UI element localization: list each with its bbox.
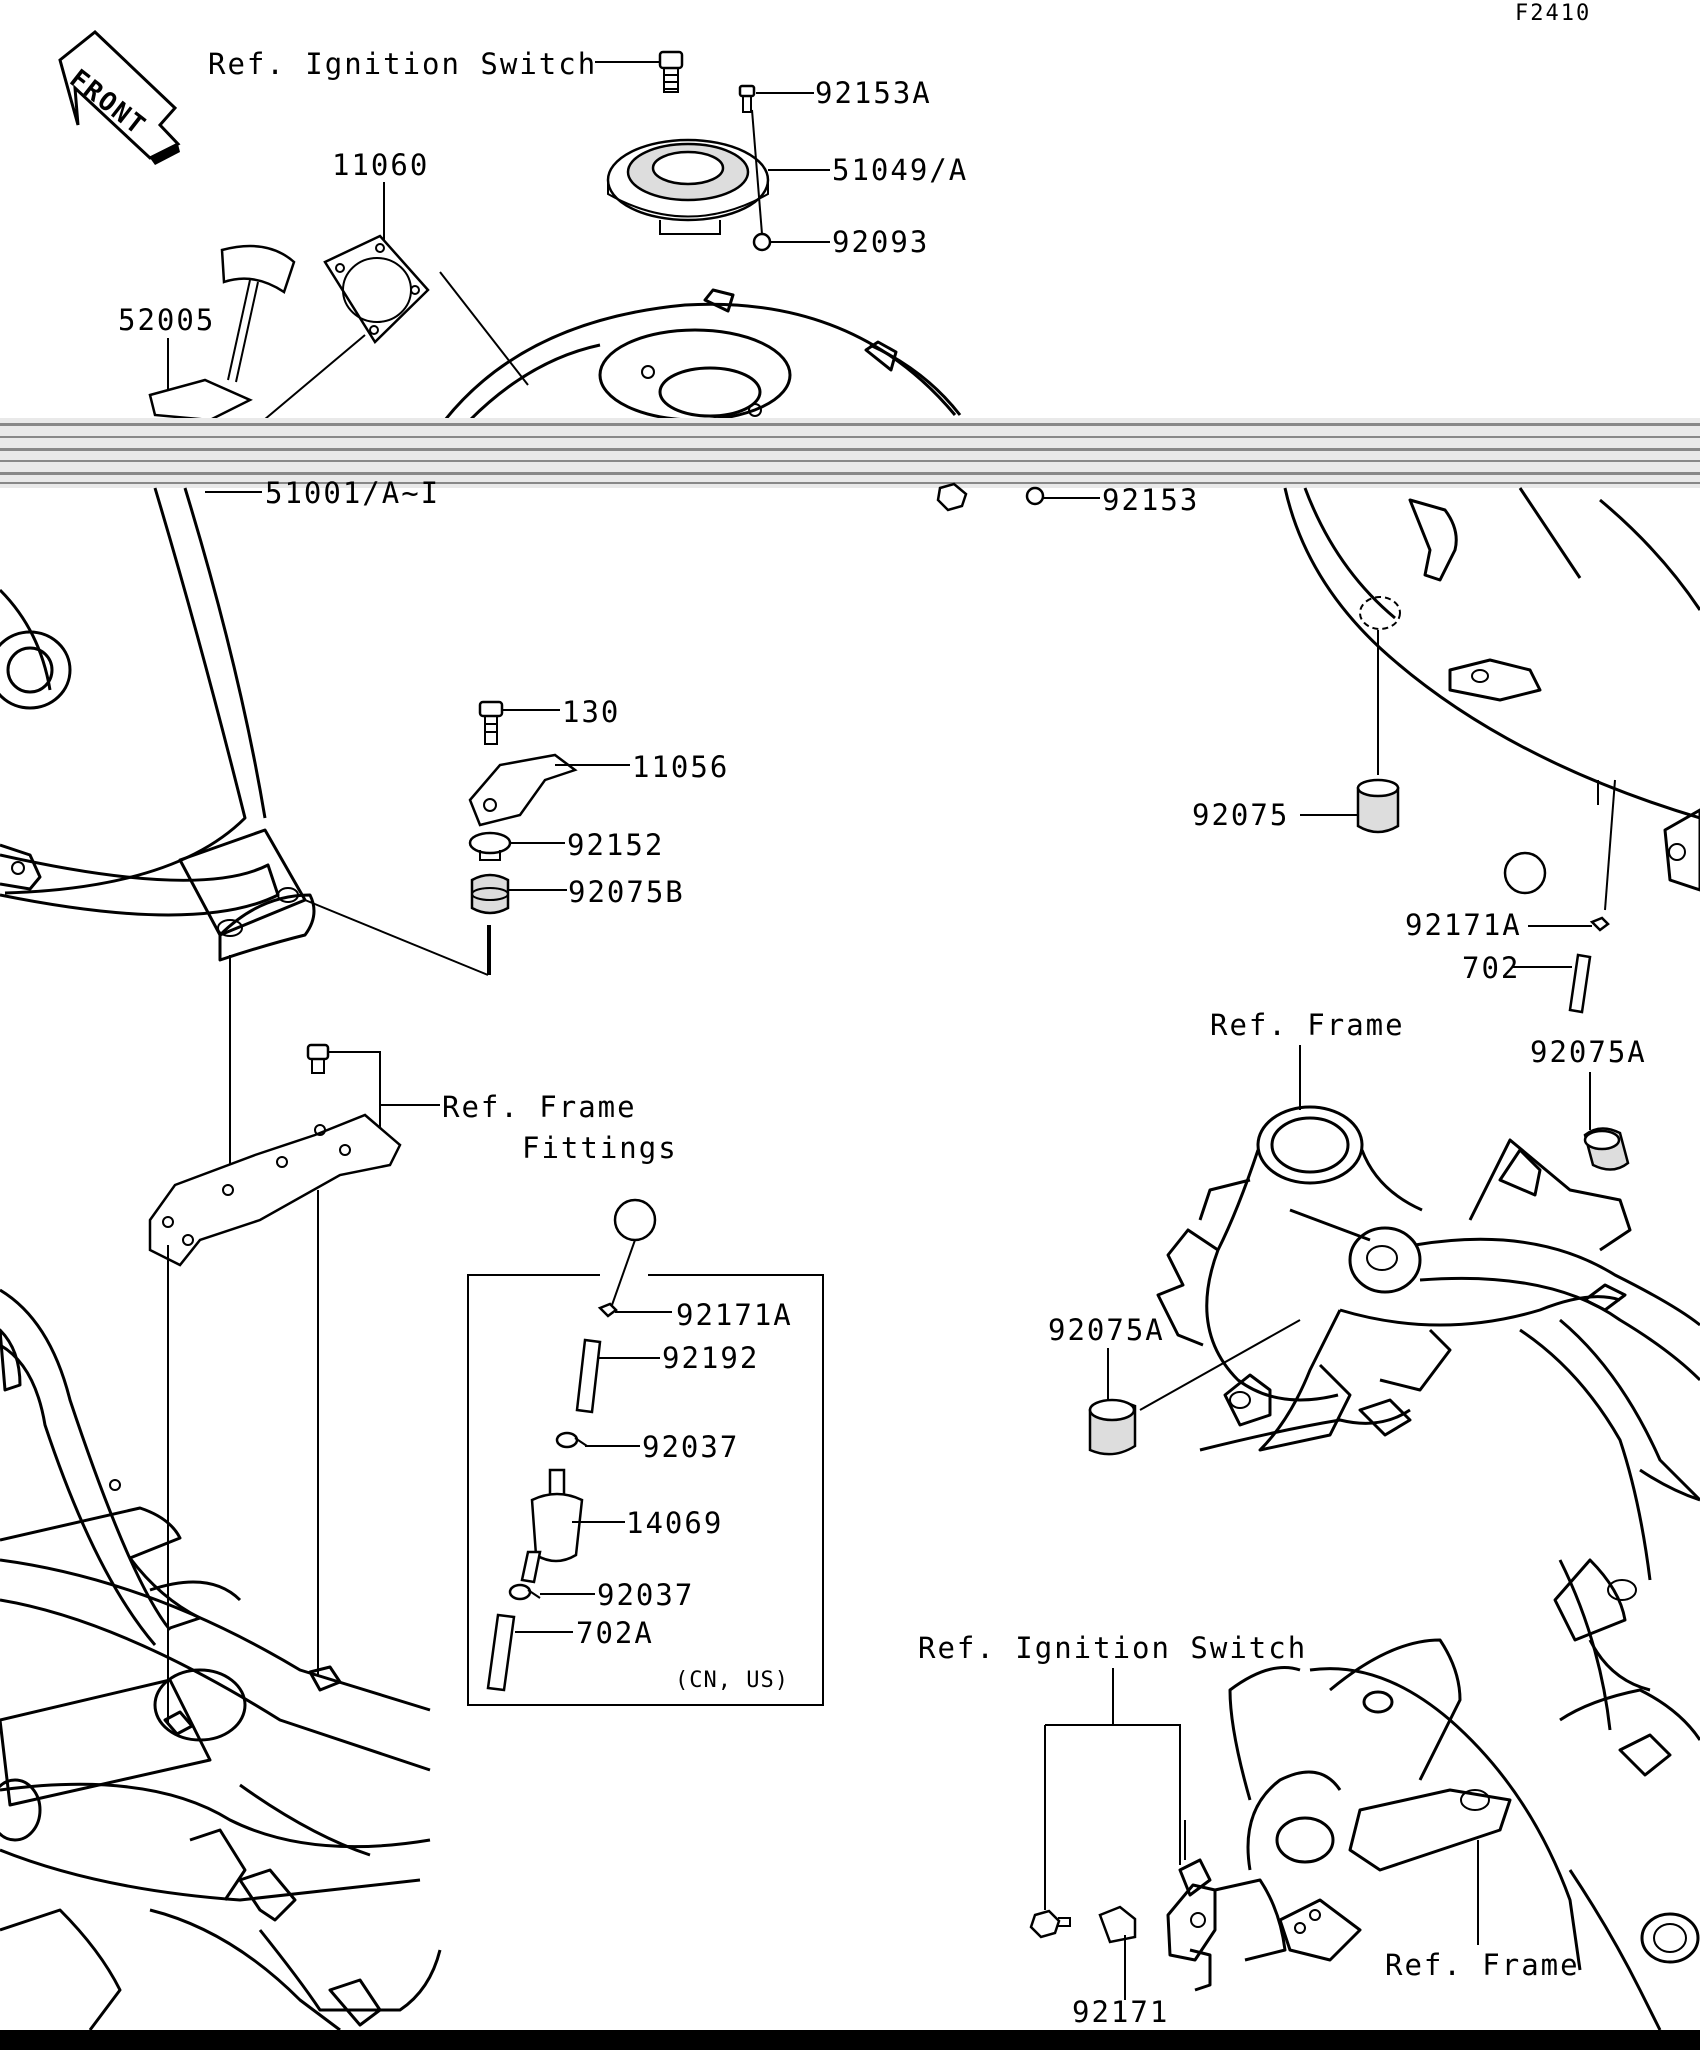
label-ref-ignition-switch-top: Ref. Ignition Switch — [208, 47, 597, 81]
fuel-cap-icon — [606, 138, 772, 252]
label-box-14069: 14069 — [626, 1506, 723, 1540]
label-box-92171A: 92171A — [676, 1298, 793, 1332]
label-ref-frame-right: Ref. Frame — [1210, 1008, 1405, 1042]
label-ref-frame-fittings-2: Fittings — [522, 1131, 678, 1165]
label-702: 702 — [1462, 951, 1520, 985]
bottom-border — [0, 2030, 1700, 2050]
nut-icon — [936, 482, 968, 512]
ignition-switch-assembly — [1166, 1559, 1700, 2031]
main-frame — [1156, 1105, 1700, 1692]
washer-icon — [1025, 486, 1045, 506]
label-92093: 92093 — [832, 225, 929, 259]
clip-92171A-icon — [597, 1302, 618, 1318]
label-92152: 92152 — [567, 828, 664, 862]
label-130: 130 — [562, 695, 620, 729]
label-ref-ignition-switch-bottom: Ref. Ignition Switch — [918, 1631, 1307, 1665]
bolt-fitting-icon — [306, 1043, 330, 1074]
label-92075A-lower: 92075A — [1048, 1313, 1165, 1347]
mounting-bracket-icon — [148, 1113, 402, 1267]
label-ref-frame-bottom: Ref. Frame — [1385, 1948, 1580, 1982]
clip-icon — [1589, 916, 1610, 932]
tube-icon — [1568, 953, 1592, 1014]
label-box-92192: 92192 — [662, 1341, 759, 1375]
hose-clamp-icon — [555, 1431, 588, 1449]
label-92075B: 92075B — [568, 875, 685, 909]
fuel-filter-icon — [520, 1468, 584, 1584]
frame-left-lower — [0, 1288, 442, 2032]
detail-box-a — [467, 1198, 824, 1706]
bolt-icon — [658, 50, 684, 93]
bracket-icon — [468, 753, 578, 827]
hose-702A-icon — [486, 1613, 516, 1692]
damper-92075A-upper-icon — [1583, 1127, 1630, 1171]
damper-92075A-lower-icon — [1088, 1398, 1137, 1456]
fuel-tank-upper — [443, 288, 962, 422]
label-11056: 11056 — [632, 750, 729, 784]
bolt-bottom-icon — [1029, 1909, 1071, 1939]
collar-icon — [468, 831, 512, 861]
fuel-tank-body — [0, 487, 316, 962]
label-92075A-upper: 92075A — [1530, 1035, 1647, 1069]
label-92171: 92171 — [1072, 1995, 1169, 2029]
fuel-sensor-icon — [148, 244, 296, 422]
label-ref-frame-fittings-1: Ref. Frame — [442, 1090, 637, 1124]
clamp-92171-icon — [1098, 1905, 1137, 1944]
label-box-note: (CN, US) — [675, 1668, 789, 1693]
damper-icon — [470, 873, 510, 915]
label-box-702A: 702A — [576, 1616, 654, 1650]
label-51001: 51001/A~I — [265, 476, 440, 510]
damper-92075-icon — [1356, 778, 1400, 834]
figure-id: F2410 — [1515, 1, 1591, 26]
hose-clamp-2-icon — [508, 1583, 541, 1601]
label-box-92037-b: 92037 — [597, 1578, 694, 1612]
label-92153A: 92153A — [815, 76, 932, 110]
label-11060: 11060 — [332, 148, 429, 182]
hose-92192-icon — [575, 1338, 602, 1414]
gasket-icon — [323, 234, 430, 344]
front-arrow-icon: FRONT — [58, 30, 181, 165]
label-51049A: 51049/A — [832, 153, 968, 187]
label-92153: 92153 — [1102, 483, 1199, 517]
label-92171A-right: 92171A — [1405, 908, 1522, 942]
label-92075: 92075 — [1192, 798, 1289, 832]
label-52005: 52005 — [118, 303, 215, 337]
tank-rear-section — [1283, 487, 1700, 892]
screw-icon — [738, 84, 756, 113]
scan-noise-band — [0, 418, 1700, 488]
label-box-92037-a: 92037 — [642, 1430, 739, 1464]
callout-a-right — [1503, 851, 1547, 895]
bolt-130-icon — [478, 700, 504, 745]
